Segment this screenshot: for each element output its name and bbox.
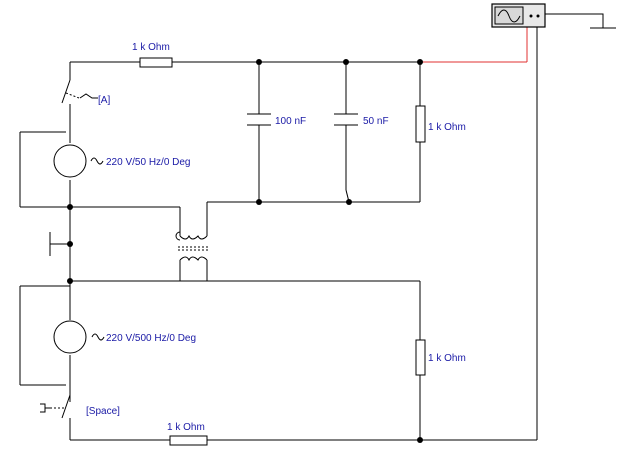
scope-ground-lead	[545, 13, 604, 28]
resistor-right-bottom[interactable]	[415, 339, 426, 376]
ac-wave-icon	[91, 333, 105, 341]
bottom-loop-wires	[19, 207, 537, 441]
junctions	[67, 59, 423, 443]
ac-source-top-label: 220 V/50 Hz/0 Deg	[106, 157, 191, 168]
capacitor-50nf-label: 50 nF	[363, 116, 389, 127]
sine-wave-icon	[497, 9, 521, 23]
switch-bottom[interactable]	[40, 394, 71, 419]
resistor-bottom-label: 1 k Ohm	[167, 422, 205, 433]
resistor-right-top[interactable]	[415, 105, 426, 143]
ac-wave-icon	[90, 157, 104, 165]
resistor-top-label: 1 k Ohm	[132, 42, 170, 53]
oscilloscope[interactable]	[491, 3, 546, 28]
ac-source-top[interactable]	[53, 144, 104, 178]
capacitor-100nf[interactable]	[247, 113, 271, 126]
ac-source-bottom[interactable]	[53, 320, 105, 354]
capacitor-50nf[interactable]	[334, 113, 358, 126]
resistor-right-bottom-label: 1 k Ohm	[428, 353, 466, 364]
resistor-bottom[interactable]	[169, 435, 208, 446]
switch-top-key: [A]	[98, 95, 110, 106]
ground-icon	[49, 232, 70, 256]
top-loop-wires	[19, 61, 421, 228]
switch-top[interactable]	[61, 79, 98, 104]
resistor-top[interactable]	[139, 57, 173, 68]
resistor-right-top-label: 1 k Ohm	[428, 122, 466, 133]
switch-bottom-key: [Space]	[86, 406, 120, 417]
transformer-icon[interactable]	[175, 228, 209, 264]
ac-source-bottom-label: 220 V/500 Hz/0 Deg	[106, 333, 196, 344]
capacitor-100nf-label: 100 nF	[275, 116, 306, 127]
